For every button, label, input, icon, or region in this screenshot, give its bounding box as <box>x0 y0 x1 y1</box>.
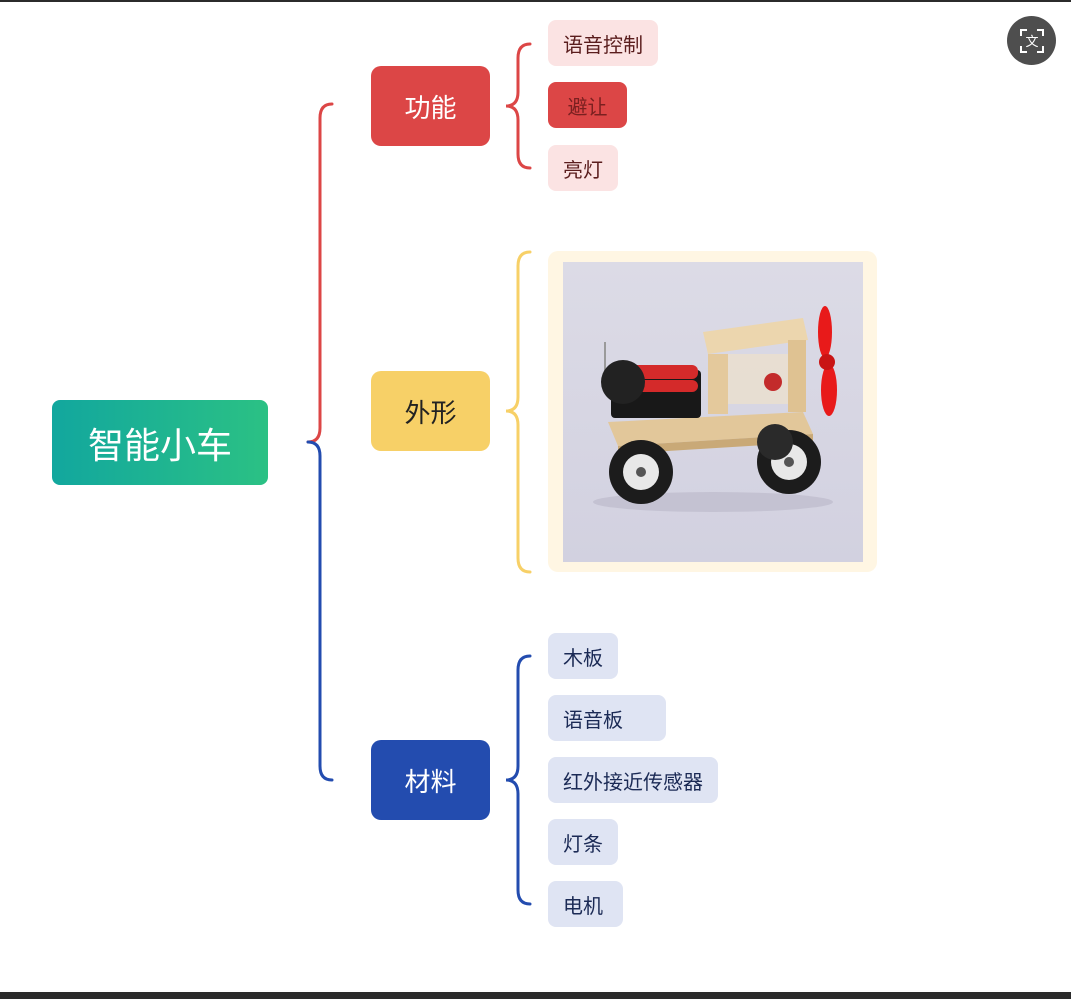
leaf-light-strip[interactable]: 灯条 <box>548 819 618 865</box>
leaf-ir-proximity-sensor[interactable]: 红外接近传感器 <box>548 757 718 803</box>
top-border <box>0 0 1071 2</box>
toy-car-photo <box>563 262 863 562</box>
connector-shape-image <box>505 250 532 574</box>
branch-shape[interactable]: 外形 <box>371 371 490 451</box>
connector-mat-children <box>505 654 532 906</box>
connector-func-children <box>505 42 532 170</box>
leaf-avoidance[interactable]: 避让 <box>548 82 627 128</box>
leaf-voice-board[interactable]: 语音板 <box>548 695 666 741</box>
leaf-light-on[interactable]: 亮灯 <box>548 145 618 191</box>
leaf-voice-control[interactable]: 语音控制 <box>548 20 658 66</box>
bottom-border <box>0 992 1071 999</box>
translate-icon: 文 <box>1019 28 1044 53</box>
leaf-motor[interactable]: 电机 <box>548 881 623 927</box>
branch-material[interactable]: 材料 <box>371 740 490 820</box>
leaf-wood-board[interactable]: 木板 <box>548 633 618 679</box>
image-node[interactable] <box>548 251 877 572</box>
svg-text:文: 文 <box>1025 35 1038 50</box>
connector-root-func <box>306 102 334 444</box>
translate-button[interactable]: 文 <box>1007 16 1056 65</box>
connector-root-mat <box>306 440 334 782</box>
root-node[interactable]: 智能小车 <box>52 400 268 485</box>
branch-function[interactable]: 功能 <box>371 66 490 146</box>
